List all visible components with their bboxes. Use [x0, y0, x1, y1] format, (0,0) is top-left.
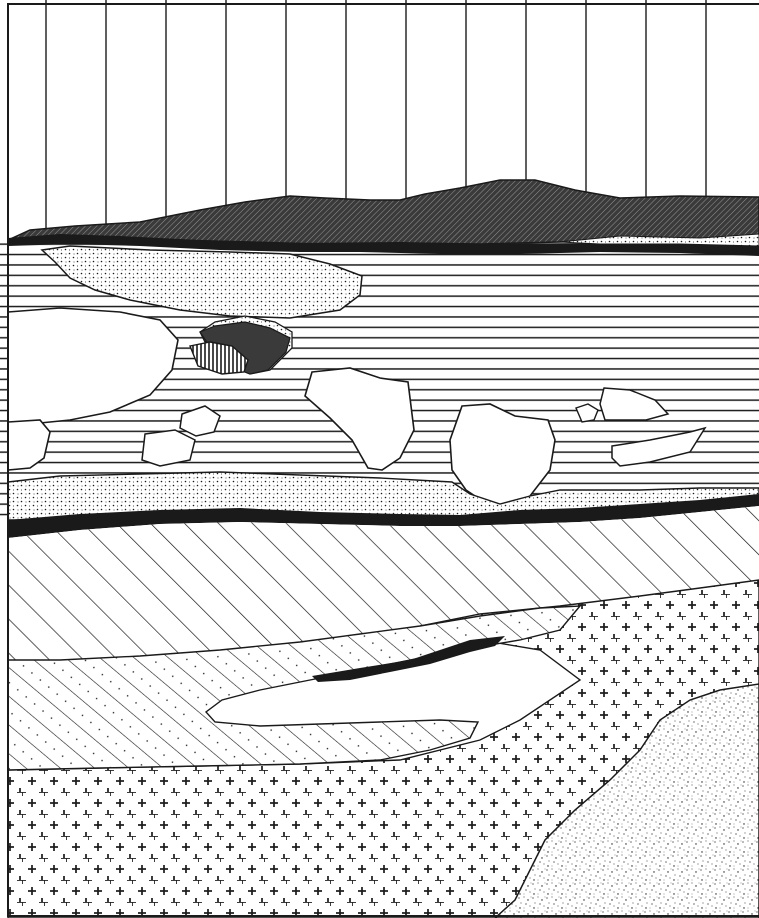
clast-small-2	[142, 430, 195, 466]
